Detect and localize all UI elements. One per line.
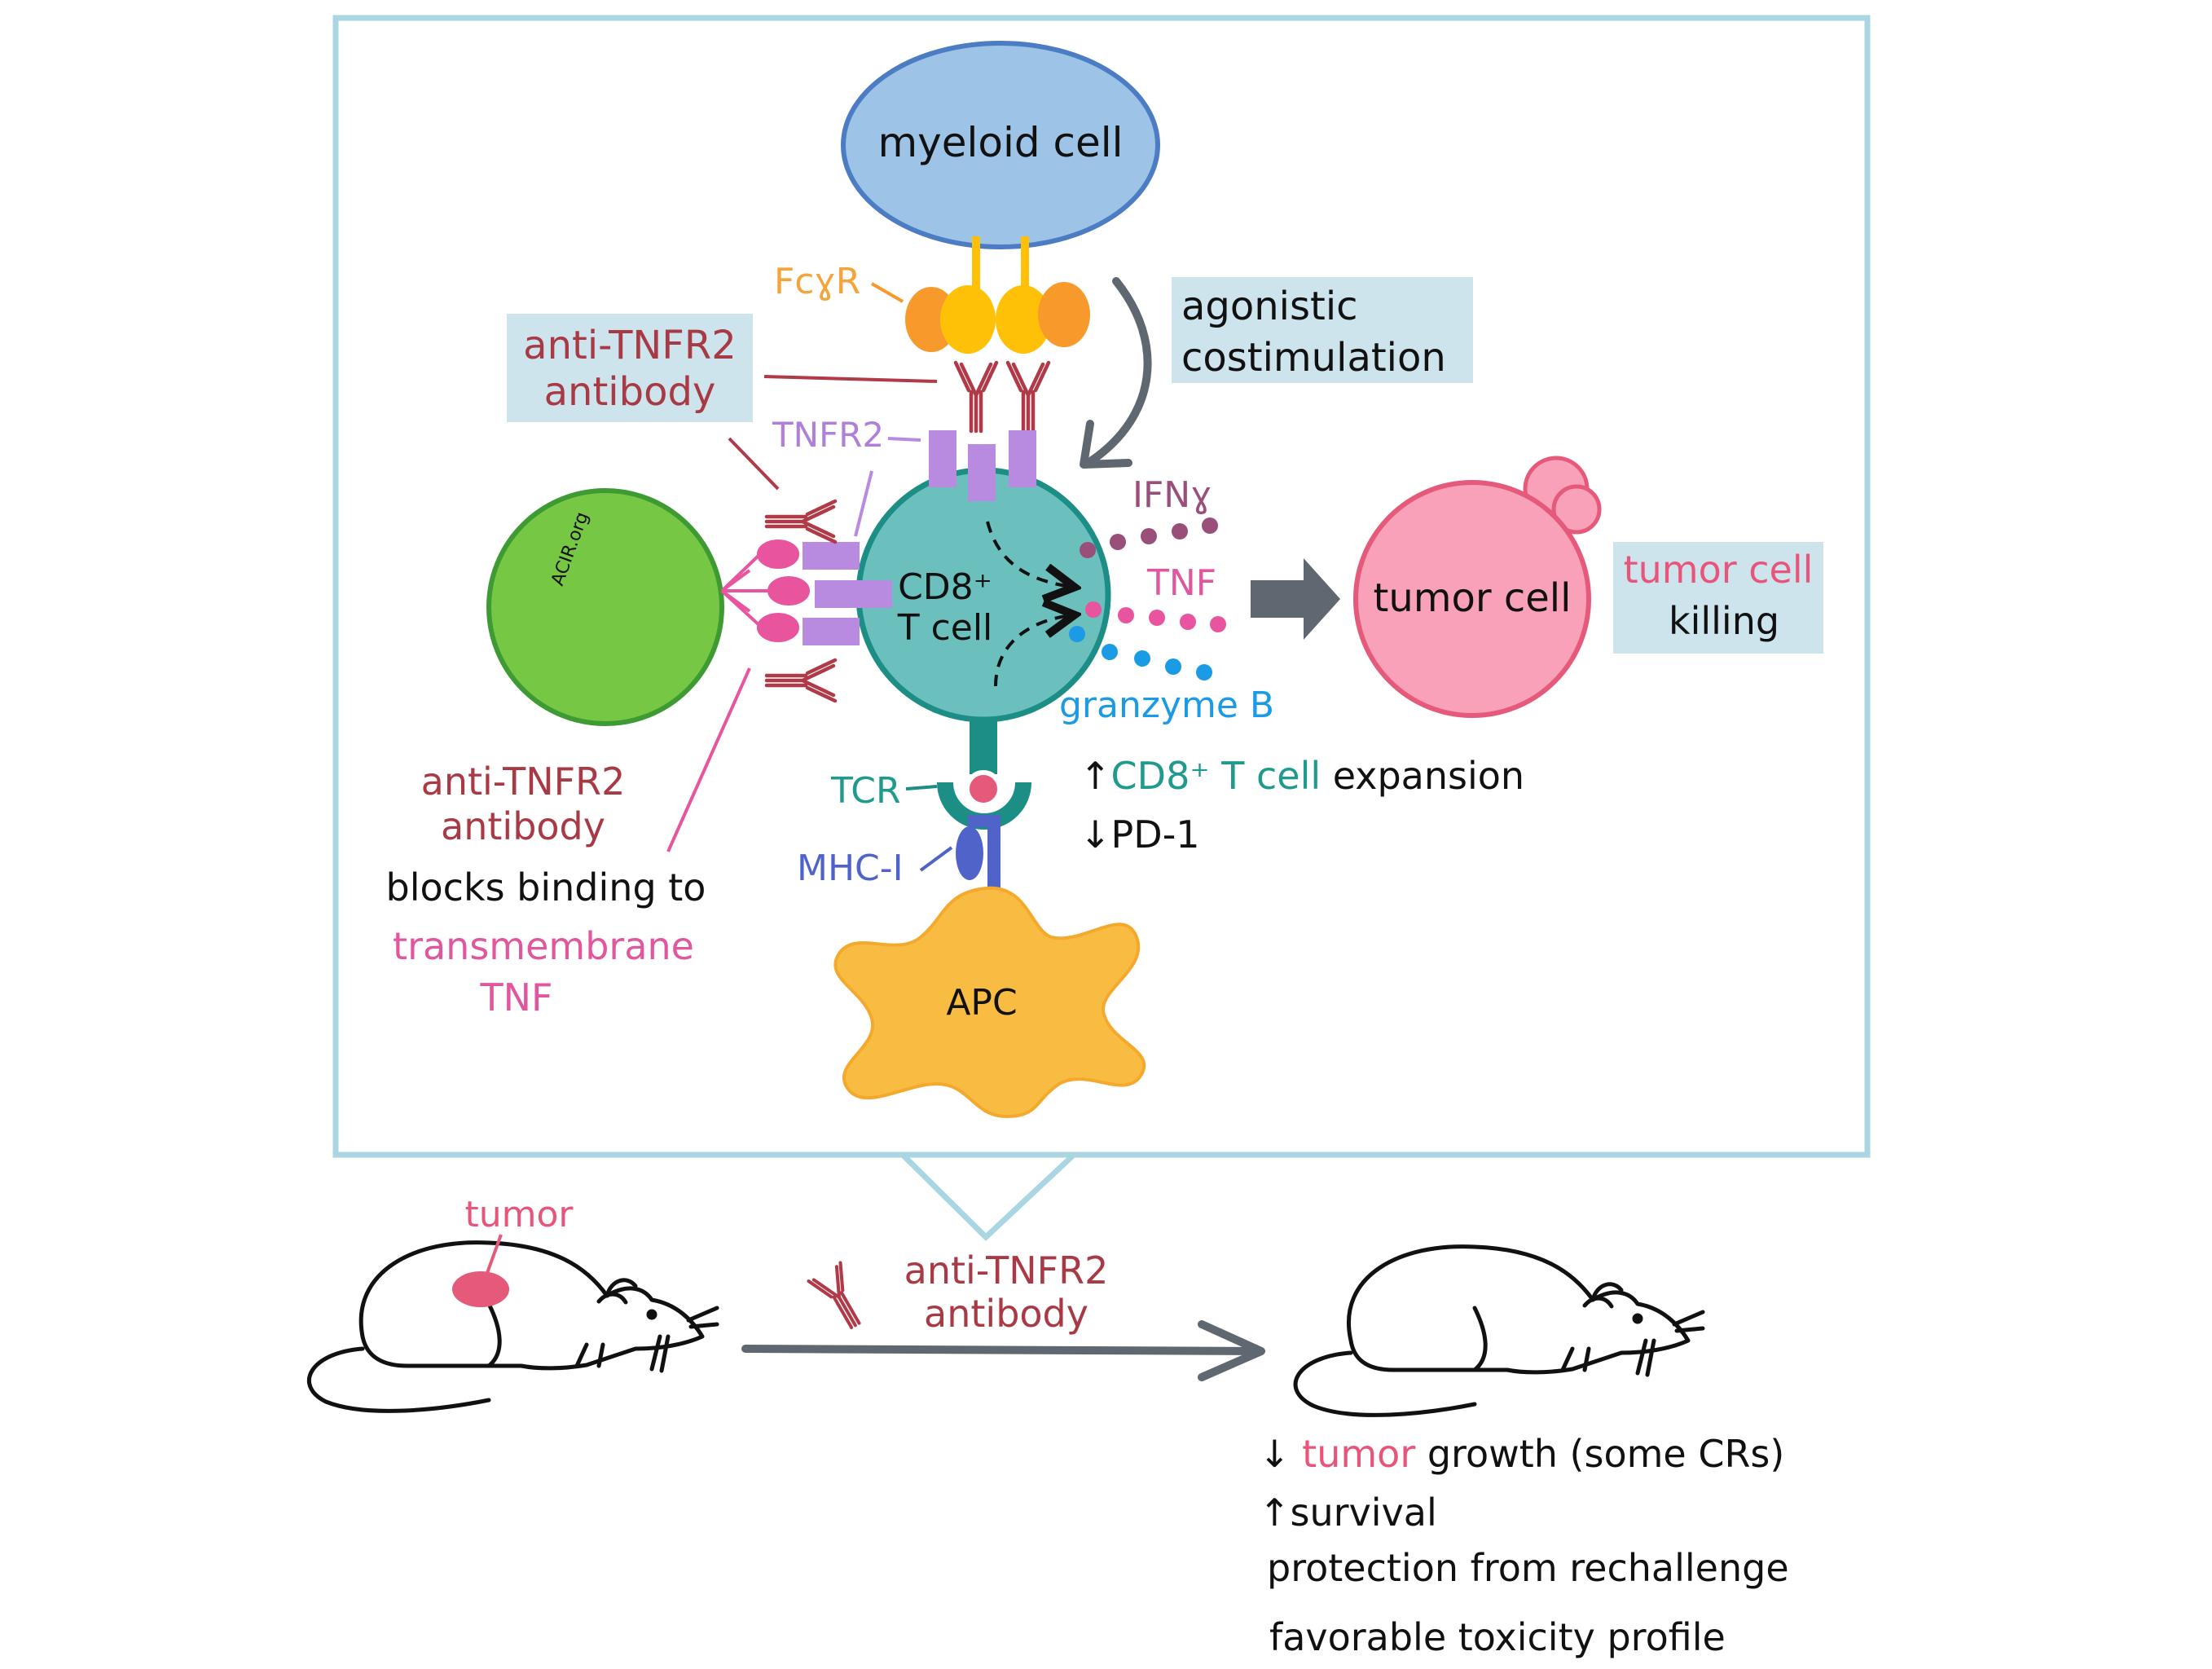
pd1-text: ↓PD-1: [1080, 812, 1200, 857]
killing-arrow: [1251, 558, 1340, 640]
blocks-label: blocks binding to: [386, 865, 706, 909]
apc-cell: [833, 886, 1146, 1119]
agonistic-line2: costimulation: [1181, 335, 1446, 381]
tumor-pointer: [486, 1234, 503, 1274]
antibody-icon: [767, 501, 835, 542]
antibody-icon: [956, 363, 996, 431]
tumor-label: tumor: [464, 1194, 574, 1235]
tnfr2-pointer: [887, 437, 921, 442]
killing-box: [1613, 542, 1823, 654]
transmembrane-pointer: [666, 667, 751, 852]
ifng-label: IFNɣ: [1132, 474, 1212, 516]
antibody-top-line2: antibody: [544, 369, 716, 415]
antibody-top-box: [507, 314, 753, 422]
apc-label: APC: [946, 982, 1017, 1024]
tumor-cell: [1353, 456, 1602, 718]
transmembrane-label: transmembrane: [393, 924, 694, 968]
mouse-after-treatment: [1293, 1244, 1705, 1417]
tnf-label: TNF: [1146, 562, 1216, 604]
mhc-pointer: [919, 846, 953, 872]
expansion-highlight: CD8⁺ T cell: [1111, 754, 1321, 798]
tnfr2-pointer-left: [854, 470, 873, 537]
killing-line2: killing: [1669, 599, 1779, 643]
outcome1-arrow: ↓: [1259, 1432, 1291, 1476]
antibody-left-line1: anti-TNFR2: [421, 760, 626, 804]
expansion-arrow: ↑: [1080, 754, 1111, 798]
antibody-icon: [767, 660, 835, 701]
fcyr-pointer: [870, 282, 904, 303]
expansion-text: ↑CD8⁺ T cell expansion: [1080, 754, 1524, 798]
myeloid-cell-label: myeloid cell: [877, 119, 1123, 166]
antibody-left-line2: antibody: [441, 804, 605, 848]
antibody-icon: [809, 1263, 872, 1335]
tnfr2-receptors-left: [803, 542, 892, 645]
detail-frame: [332, 15, 1871, 1158]
tcr: [937, 717, 1031, 830]
granzyme-label: granzyme B: [1059, 685, 1274, 726]
treatment-arrow: [741, 1320, 1265, 1381]
outcome-tumor-growth: ↓ tumor growth (some CRs): [1259, 1432, 1784, 1476]
antibody-top-line1: anti-TNFR2: [523, 323, 737, 368]
transmembrane-tnf: [720, 539, 810, 642]
fcyr-label: FcɣR: [774, 261, 860, 302]
tnf-expressing-cell: [486, 488, 724, 726]
treatment-line2: antibody: [924, 1292, 1088, 1336]
antibody-top-pointer: [763, 375, 938, 383]
outcome1-rest: growth (some CRs): [1427, 1432, 1784, 1476]
treatment-line1: anti-TNFR2: [904, 1248, 1109, 1292]
zoom-callout: [900, 1152, 1076, 1241]
mhc-label: MHC-I: [797, 848, 904, 889]
tumor-cell-label: tumor cell: [1374, 575, 1572, 621]
mouse-with-tumor: [307, 1240, 719, 1413]
tnfr2-receptors-top: [929, 430, 1036, 501]
agonistic-box: [1172, 277, 1473, 383]
signal-arrow-lower: [994, 615, 1071, 687]
cd8-label-line1: CD8⁺: [898, 566, 992, 608]
antibody-left-pointer-top: [728, 437, 780, 491]
agonistic-arrow: [1088, 277, 1152, 465]
fcyr-receptors: [905, 236, 1090, 354]
ifng-dots: [1080, 517, 1218, 558]
tnfr2-label: TNFR2: [772, 415, 884, 455]
killing-line1: tumor cell: [1624, 548, 1814, 592]
outcome-toxicity: favorable toxicity profile: [1269, 1615, 1726, 1659]
tnf-dots: [1085, 601, 1226, 632]
antibody-icon: [1008, 363, 1049, 431]
outcome1-highlight: tumor: [1302, 1432, 1415, 1476]
outcome-survival: ↑survival: [1259, 1491, 1437, 1535]
myeloid-cell: [841, 41, 1160, 249]
tumor-spot: [452, 1271, 509, 1307]
outcome-rechallenge: protection from rechallenge: [1267, 1546, 1789, 1590]
agonistic-line1: agonistic: [1181, 284, 1358, 329]
signal-arrow-upper: [986, 521, 1071, 587]
granzyme-dots: [1069, 626, 1212, 680]
tnf-bottom-label: TNF: [480, 975, 553, 1019]
tcr-label: TCR: [830, 770, 901, 812]
tcr-pointer: [905, 785, 938, 790]
cd8-label-line2: T cell: [897, 607, 993, 649]
expansion-rest: expansion: [1333, 754, 1524, 798]
